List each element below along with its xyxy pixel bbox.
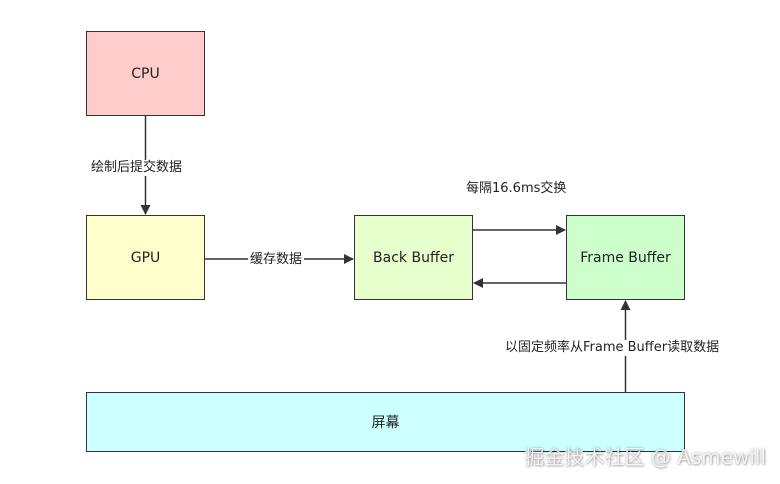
watermark: 掘金技术社区 @ Asmewill: [524, 445, 766, 469]
edge-label-screen-read: 以固定频率从Frame Buffer读取数据: [503, 340, 722, 356]
edge-label-cpu-to-gpu: 绘制后提交数据: [89, 160, 185, 176]
gpu-node-label: GPU: [130, 249, 161, 266]
frame-buffer-node: Frame Buffer: [566, 215, 685, 300]
screen-node: 屏幕: [86, 392, 685, 452]
gpu-node: GPU: [86, 215, 205, 300]
cpu-node-label: CPU: [131, 65, 160, 82]
back-buffer-node: Back Buffer: [354, 215, 473, 300]
back-buffer-node-label: Back Buffer: [373, 249, 454, 266]
screen-node-label: 屏幕: [371, 415, 400, 431]
frame-buffer-node-label: Frame Buffer: [580, 249, 671, 266]
cpu-node: CPU: [86, 31, 205, 116]
edge-label-gpu-to-back-buffer: 缓存数据: [248, 252, 305, 268]
edge-label-buffer-swap: 每隔16.6ms交换: [466, 181, 567, 197]
